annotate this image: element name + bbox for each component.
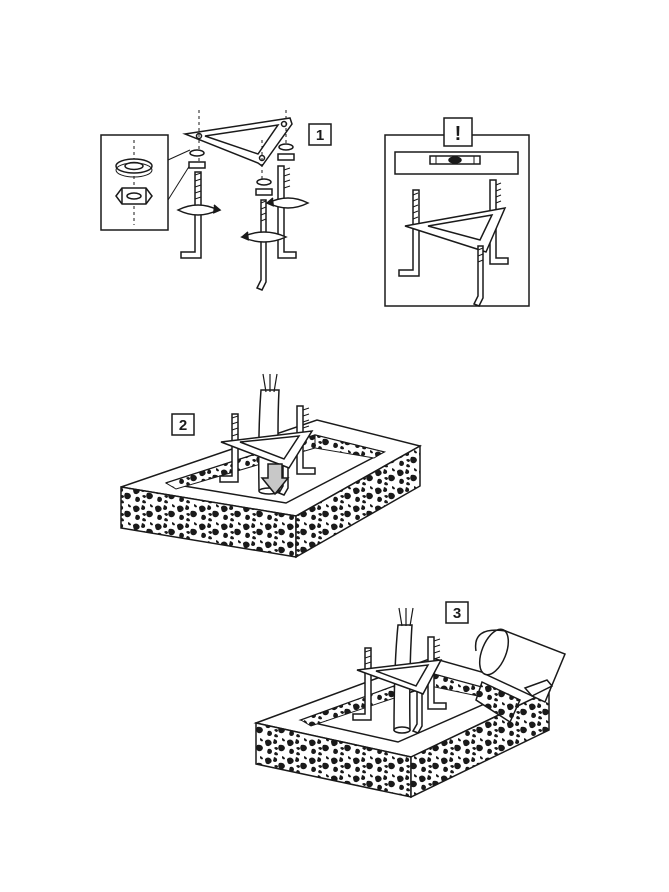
washer-nut-inset (100, 134, 191, 231)
rotate-arrow-icon (176, 204, 220, 216)
step-1-badge: 1 (308, 123, 332, 146)
step-3-badge: 3 (445, 601, 469, 624)
warning-icon: ! (443, 117, 473, 147)
step-2-badge: 2 (171, 413, 195, 436)
step-3-figure (253, 607, 566, 799)
rotate-arrow-icon (240, 231, 288, 243)
step-1-figure (100, 110, 310, 291)
warning-symbol: ! (455, 123, 462, 145)
spirit-level-icon (394, 151, 519, 175)
step-1-number: 1 (316, 127, 324, 144)
down-arrow-icon (260, 463, 290, 496)
bucket-pour-icon (474, 628, 566, 724)
step-3-number: 3 (453, 605, 461, 622)
anchor-bolt-right (265, 143, 310, 259)
concrete-frame-side (295, 444, 421, 559)
anchor-bolt-left (176, 149, 222, 259)
anchor-bolt-center (240, 178, 288, 291)
step-3-bolts (352, 636, 447, 734)
rotate-arrow-icon (266, 197, 310, 209)
step-2-figure (120, 373, 423, 559)
washer-icon (115, 158, 153, 174)
step-2-number: 2 (179, 417, 187, 434)
alignment-lines (198, 110, 287, 185)
triangle-plate (182, 117, 293, 168)
level-check-panel: ! (384, 117, 530, 307)
